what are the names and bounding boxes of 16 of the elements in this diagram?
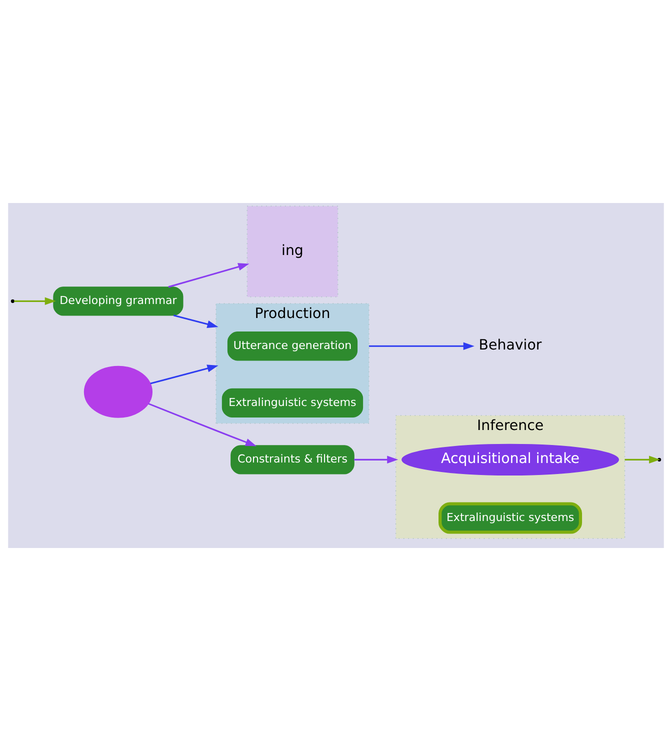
node-text: Behavior [478, 337, 542, 354]
arrow [14, 296, 56, 305]
node-box: Extralinguistic systems [222, 388, 364, 417]
node-box: ing [246, 205, 338, 297]
arrow [173, 314, 218, 328]
arrow [150, 364, 218, 384]
node-box: Developing grammar [53, 286, 184, 316]
arrow [368, 342, 474, 350]
node-box: Constraints & filters [230, 444, 354, 474]
node-box: Utterance generation [227, 331, 358, 360]
arrow [148, 402, 257, 446]
node-ellipse [84, 365, 153, 418]
node-ellipse: Acquisitional intake [402, 443, 619, 476]
node-box: Extralinguistic systems [438, 502, 582, 534]
arrow [354, 455, 398, 464]
arrow [168, 262, 250, 288]
